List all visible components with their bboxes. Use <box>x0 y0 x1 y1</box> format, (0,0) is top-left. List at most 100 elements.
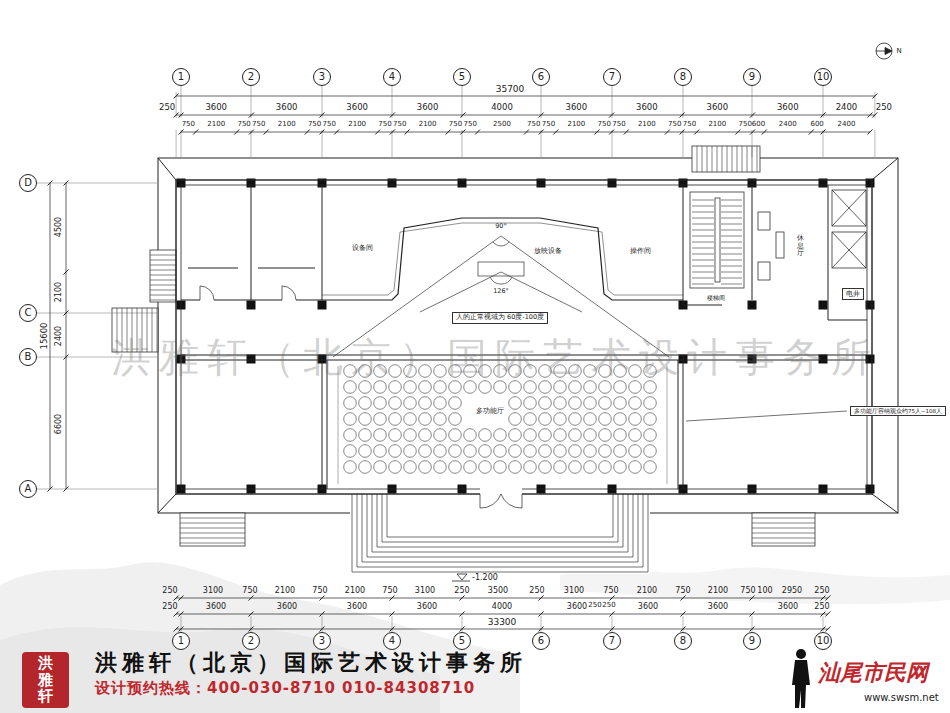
roof-eave-part <box>158 158 176 180</box>
stair-step <box>180 518 245 519</box>
plan-label: 750 <box>182 121 195 128</box>
plan-label: 2100 <box>708 121 726 128</box>
stair-tread <box>721 278 742 279</box>
seat <box>524 429 537 442</box>
seat <box>614 381 627 394</box>
grid-line <box>752 86 753 118</box>
node-text: 1 <box>178 72 184 82</box>
stair-tread <box>721 242 742 243</box>
axis-bubble: 1 <box>172 68 190 86</box>
plan-label: 2400 <box>55 326 63 346</box>
stair-step <box>180 543 245 544</box>
person-silhouette <box>792 649 810 708</box>
seat <box>599 397 612 410</box>
dimension-lines-part <box>66 183 67 489</box>
grid-line <box>37 313 157 314</box>
plan-label: 250 <box>602 602 615 609</box>
axis-bubble: D <box>19 174 37 192</box>
stair-and-lifts-part <box>690 192 744 288</box>
entrance-steps-part <box>150 250 176 302</box>
seat <box>539 429 552 442</box>
plan-label: 2100 <box>345 587 365 595</box>
seat <box>584 381 597 394</box>
seat <box>539 381 552 394</box>
seat <box>584 461 597 474</box>
seat <box>554 461 567 474</box>
stair-step <box>150 290 176 291</box>
axis-bubble: 6 <box>532 68 550 86</box>
node-text: A <box>25 484 32 494</box>
plan-label: 250 <box>876 103 892 112</box>
grid-line <box>462 86 463 118</box>
stair-step <box>717 146 718 172</box>
seal-logo: 洪雅轩 <box>22 652 69 708</box>
plan-label: 汕尾市民网 <box>818 662 928 684</box>
seat <box>524 397 537 410</box>
callout-box: 多功能厅容纳观众约75人~108人 <box>850 406 946 416</box>
stair-and-lifts-part <box>758 212 770 230</box>
north-arrow <box>876 43 892 59</box>
node-text: B <box>25 352 32 362</box>
seat <box>434 413 447 426</box>
plan-label: 2100 <box>638 121 656 128</box>
stair-step <box>180 533 245 534</box>
seat <box>644 429 657 442</box>
plan-label: 750 <box>323 121 336 128</box>
person-silhouette-part <box>796 649 806 659</box>
plan-label: 750 <box>252 121 265 128</box>
stair-step <box>742 146 743 172</box>
plan-label: 3600 <box>566 103 588 112</box>
stair-tread <box>692 266 714 267</box>
plan-label: 250 <box>814 603 829 611</box>
plan-label: 3100 <box>415 587 435 595</box>
stair-tread <box>692 272 714 273</box>
stair-tread <box>692 206 714 207</box>
seat <box>569 413 582 426</box>
plan-label: 250 <box>814 587 829 595</box>
seat <box>344 413 357 426</box>
plan-label: 2400 <box>836 103 858 112</box>
roof-eave-part <box>158 158 898 513</box>
plan-label: 2100 <box>419 121 437 128</box>
plan-label: 750 <box>464 121 477 128</box>
seat <box>359 413 372 426</box>
plan-label: 2400 <box>838 121 856 128</box>
stair-step <box>150 280 176 281</box>
stair-tread <box>692 236 714 237</box>
plan-label: 750 <box>598 121 611 128</box>
plan-label: 3600 <box>706 103 728 112</box>
seat <box>359 445 372 458</box>
plan-label: 3600 <box>777 103 799 112</box>
building-walls-part <box>322 218 683 300</box>
stair-step <box>752 533 815 534</box>
plan-label: 750 <box>527 121 540 128</box>
grid-line <box>612 130 613 157</box>
grid-line <box>37 183 157 184</box>
plan-label: 4500 <box>55 217 63 237</box>
entrance-steps-part <box>180 513 245 546</box>
seat <box>569 429 582 442</box>
node-text: C <box>25 308 32 318</box>
stair-step <box>180 523 245 524</box>
node-text: 6 <box>538 636 544 646</box>
plan-label: 2100 <box>55 282 63 302</box>
plan-label: 3600 <box>778 603 798 611</box>
plan-label: 750 <box>675 587 690 595</box>
elevation-marker-part <box>457 574 467 580</box>
seat <box>449 381 462 394</box>
axis-bubble: 4 <box>383 68 401 86</box>
plan-label: 750 <box>378 121 391 128</box>
node-text: 人的正常视域为 60度-100度 <box>456 314 544 321</box>
seat <box>584 445 597 458</box>
stair-tread <box>721 284 742 285</box>
axis-bubble: 5 <box>453 632 471 650</box>
dimension-line <box>176 115 875 116</box>
plan-label: 洪雅轩（北京）国际艺术设计事务所 <box>111 337 879 377</box>
plan-label: 3600 <box>417 103 439 112</box>
stair-step <box>150 285 176 286</box>
plan-label: 休息厅 <box>797 235 804 258</box>
stair-step <box>722 146 723 172</box>
seat <box>404 429 417 442</box>
stair-step <box>180 528 245 529</box>
seat <box>449 429 462 442</box>
